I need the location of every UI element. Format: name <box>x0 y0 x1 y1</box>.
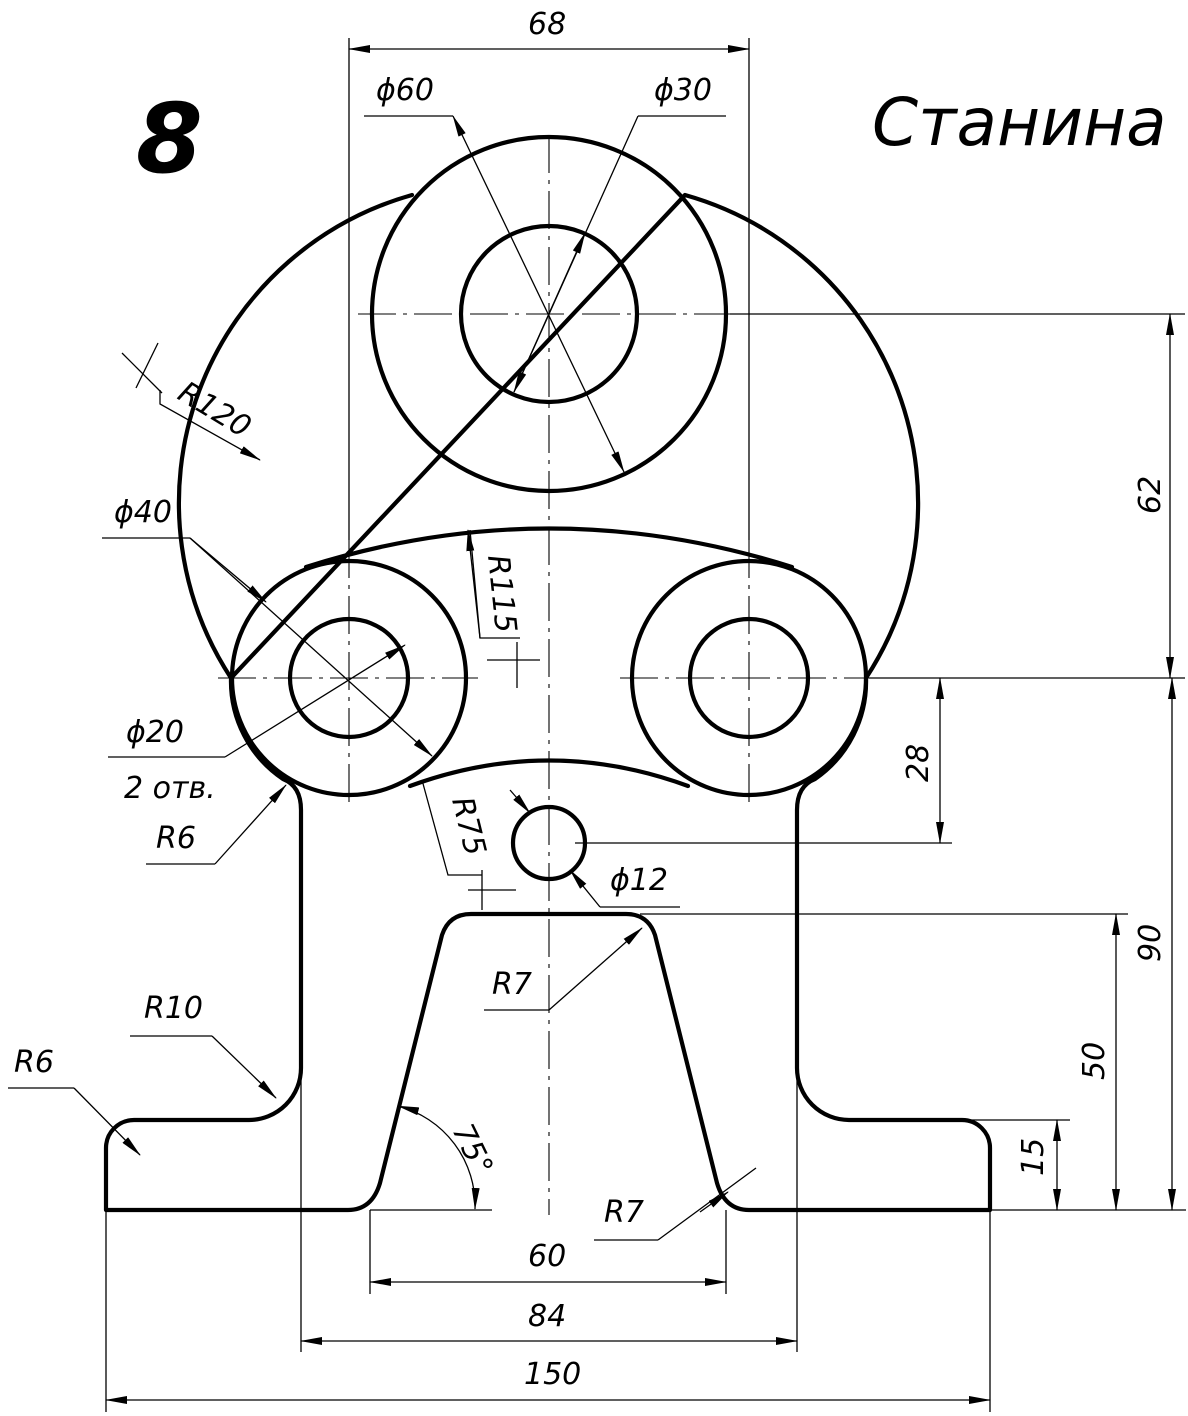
dim-r115: R115 <box>480 553 523 634</box>
dim-r6-bottom: R6 <box>14 1045 54 1080</box>
dim-50: 50 <box>1077 1042 1112 1080</box>
dim-r7-bottom: R7 <box>604 1195 644 1230</box>
dim-150: 150 <box>524 1357 581 1392</box>
dim-r6-top: R6 <box>156 821 196 856</box>
dim-75deg: 75° <box>445 1118 500 1181</box>
outer-contour <box>103 192 993 1213</box>
dim-holes: 2 отв. <box>124 771 216 806</box>
drawing-title: Станина <box>872 84 1167 161</box>
drawing-number: 8 <box>136 83 203 195</box>
part-outline <box>103 134 993 1213</box>
dim-phi60: ϕ60 <box>376 73 434 108</box>
dim-r7-top: R7 <box>492 967 532 1002</box>
dim-phi20: ϕ20 <box>126 715 184 750</box>
dim-r10: R10 <box>144 991 203 1026</box>
dim-62: 62 <box>1133 476 1168 514</box>
dim-60: 60 <box>528 1239 566 1274</box>
dim-r75: R75 <box>444 793 492 859</box>
dimension-lines <box>8 38 1186 1412</box>
dim-84: 84 <box>528 1299 566 1334</box>
labels: 8 Станина 68 ϕ60 ϕ30 R120 62 ϕ40 R115 ϕ2… <box>14 7 1168 1392</box>
dim-15: 15 <box>1016 1138 1051 1176</box>
dim-phi40: ϕ40 <box>114 495 172 530</box>
dim-phi12: ϕ12 <box>610 863 668 898</box>
dim-68: 68 <box>528 7 566 42</box>
dim-phi30: ϕ30 <box>654 73 712 108</box>
dim-90: 90 <box>1133 924 1168 962</box>
center-lines <box>218 135 880 1215</box>
dim-28: 28 <box>901 744 936 782</box>
